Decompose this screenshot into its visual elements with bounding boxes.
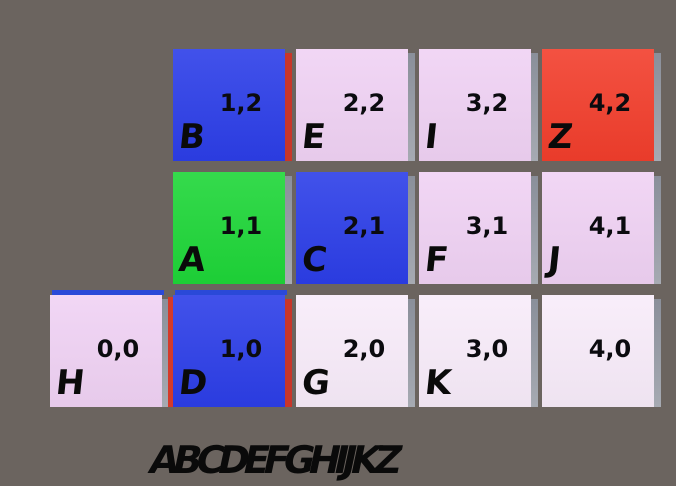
cube-front-face <box>50 295 162 407</box>
cube-top-edge <box>52 290 164 295</box>
cube-coordinate-label: 3,0 <box>465 335 509 363</box>
cube-letter-label: C <box>299 240 330 280</box>
cube-coordinate-label: 3,2 <box>465 89 509 117</box>
cube-front-face <box>296 49 408 161</box>
cube-front-face <box>419 295 531 407</box>
cube-side-face <box>162 299 169 407</box>
cube-side-face <box>654 53 661 161</box>
cube-letter-label: E <box>299 117 328 157</box>
cube-letter-label: D <box>176 363 210 403</box>
cube-side-face <box>531 53 538 161</box>
cube-4-0[interactable]: 4,0 <box>542 295 661 407</box>
cube-front-face <box>542 49 654 161</box>
cube-coordinate-label: 2,0 <box>342 335 386 363</box>
cube-front-face <box>542 295 654 407</box>
cube-letter-label: F <box>422 240 451 280</box>
handwritten-alphabet: ABCDEFGHIJKZ <box>145 438 401 482</box>
cube-coordinate-label: 1,1 <box>219 212 263 240</box>
cube-front-face <box>419 172 531 284</box>
cube-side-face <box>654 176 661 284</box>
cube-front-face <box>173 172 285 284</box>
cube-side-face <box>285 53 292 161</box>
cube-side-face <box>531 299 538 407</box>
cube-coordinate-label: 2,1 <box>342 212 386 240</box>
cube-front-face <box>419 49 531 161</box>
cube-letter-label: G <box>299 363 333 403</box>
cube-coordinate-label: 4,0 <box>588 335 632 363</box>
cube-letter-label: H <box>53 363 87 403</box>
cube-top-edge <box>175 290 287 295</box>
cube-side-face <box>408 299 415 407</box>
cube-coordinate-label: 2,2 <box>342 89 386 117</box>
cube-letter-label: K <box>422 363 454 403</box>
cube-letter-label: B <box>176 117 208 157</box>
cube-side-face <box>654 299 661 407</box>
cube-coordinate-label: 4,2 <box>588 89 632 117</box>
cube-front-face <box>173 295 285 407</box>
cube-letter-label: A <box>176 240 208 280</box>
cube-coordinate-label: 1,2 <box>219 89 263 117</box>
cube-side-face <box>285 176 292 284</box>
cube-front-face <box>173 49 285 161</box>
cube-side-face <box>408 176 415 284</box>
cube-side-face <box>408 53 415 161</box>
cube-coordinate-label: 4,1 <box>588 212 632 240</box>
cube-coordinate-label: 1,0 <box>219 335 263 363</box>
cube-letter-label: Z <box>545 117 575 157</box>
cube-front-face <box>296 295 408 407</box>
cube-left-edge <box>168 297 173 407</box>
cube-front-face <box>542 172 654 284</box>
cube-front-face <box>296 172 408 284</box>
cube-side-face <box>531 176 538 284</box>
cube-coordinate-label: 3,1 <box>465 212 509 240</box>
cube-side-face <box>285 299 292 407</box>
cube-coordinate-label: 0,0 <box>96 335 140 363</box>
